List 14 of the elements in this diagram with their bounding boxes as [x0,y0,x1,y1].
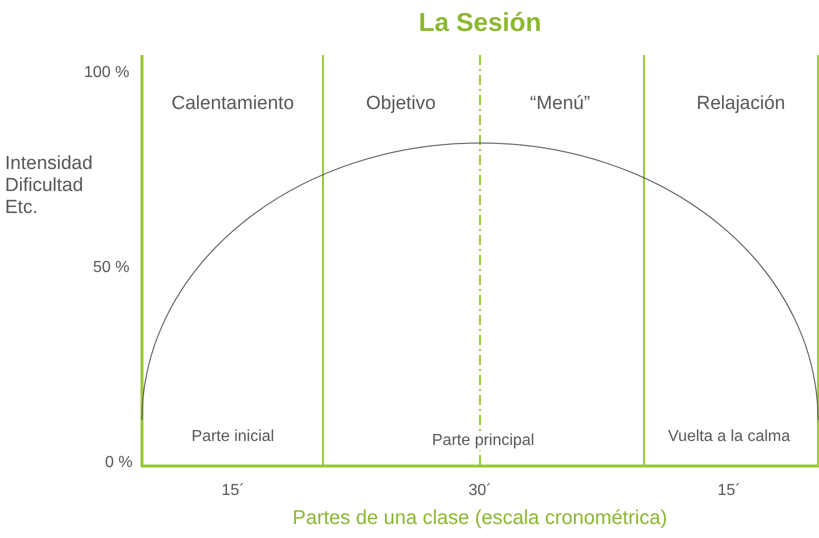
phase-label: Calentamiento [172,93,294,115]
phase-label: Relajación [696,93,786,115]
part-label: Parte principal [432,432,534,450]
phase-label: Objetivo [366,93,436,115]
y-tick-label: 50 % [93,259,130,278]
y-tick-label: 100 % [84,64,130,82]
y-axis-label: Intensidad Dificultad Etc. [5,153,94,219]
phase-label: “Menú” [530,93,590,115]
time-label: 15´ [222,482,245,500]
time-label: 15´ [718,482,741,500]
diagram-title: La Sesión [418,8,542,38]
y-tick-label: 0 % [105,454,133,472]
x-axis-label: Partes de una clase (escala cronométrica) [292,507,668,530]
time-label: 30´ [468,482,492,500]
